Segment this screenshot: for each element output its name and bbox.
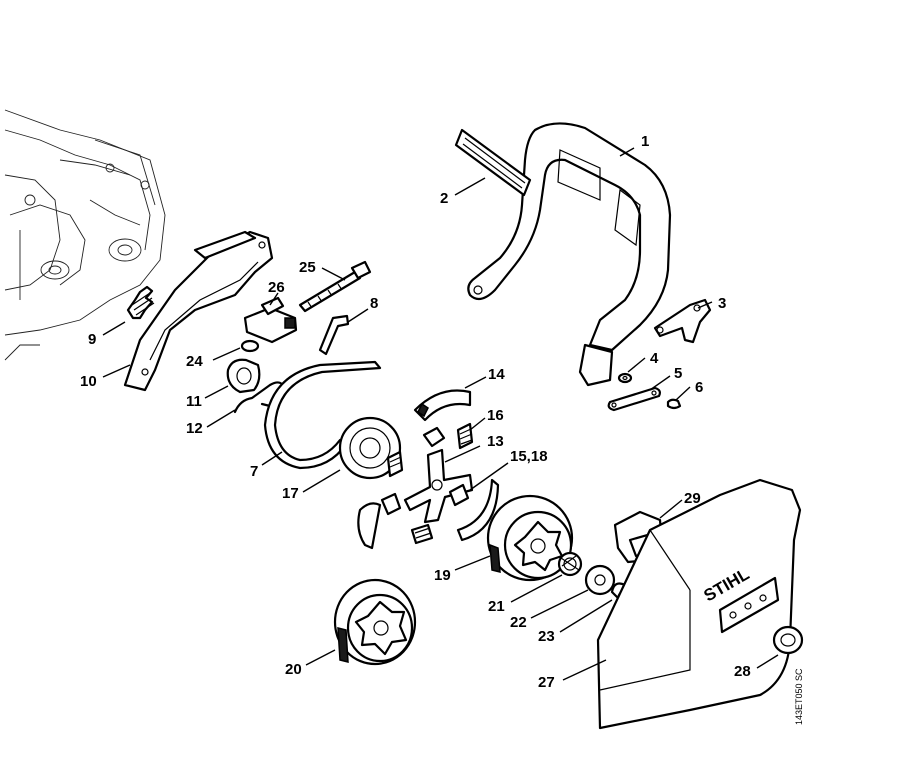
spring-bottom bbox=[410, 523, 434, 545]
sleeve-11 bbox=[226, 358, 261, 394]
hook-rod-8 bbox=[318, 314, 350, 356]
clutch-shoe-15 bbox=[448, 478, 500, 542]
callout-17: 17 bbox=[282, 485, 299, 502]
chain-brake-cover bbox=[123, 230, 274, 392]
washer-22 bbox=[584, 564, 616, 596]
callout-19: 19 bbox=[434, 567, 451, 584]
reference-code: 143ET050 SC bbox=[794, 668, 804, 725]
clutch-hub-13 bbox=[403, 448, 474, 524]
callout-26: 26 bbox=[268, 279, 285, 296]
callout-4: 4 bbox=[650, 350, 659, 367]
clutch-shoe-14 bbox=[413, 389, 472, 422]
callout-9: 9 bbox=[88, 331, 96, 348]
sprocket-cover-27: STIHL bbox=[596, 478, 802, 730]
callout-labels: 1 2 3 4 5 6 7 8 9 10 11 12 13 14 15,18 1… bbox=[80, 133, 751, 691]
brake-band-7 bbox=[263, 360, 382, 470]
spring-9 bbox=[126, 285, 155, 320]
clutch-part-small bbox=[422, 426, 446, 448]
clutch-shoe-left bbox=[357, 492, 402, 550]
callout-16: 16 bbox=[487, 407, 504, 424]
callout-15-18: 15,18 bbox=[510, 448, 548, 465]
clip-6 bbox=[666, 398, 682, 410]
callout-28: 28 bbox=[734, 663, 751, 680]
callout-10: 10 bbox=[80, 373, 97, 390]
callout-20: 20 bbox=[285, 661, 302, 678]
callout-3: 3 bbox=[718, 295, 726, 312]
clutch-drum-19 bbox=[486, 494, 574, 582]
washer-17 bbox=[338, 416, 402, 480]
callout-6: 6 bbox=[695, 379, 703, 396]
callout-13: 13 bbox=[487, 433, 504, 450]
bracket-part bbox=[653, 298, 712, 344]
spring-small-17 bbox=[386, 450, 404, 478]
link-5 bbox=[607, 386, 661, 412]
callout-leaders bbox=[102, 147, 779, 681]
callout-27: 27 bbox=[538, 674, 555, 691]
callout-21: 21 bbox=[488, 598, 505, 615]
callout-2: 2 bbox=[440, 190, 448, 207]
bushing-24 bbox=[240, 339, 260, 353]
callout-1: 1 bbox=[641, 133, 649, 150]
engine-housing-drawing bbox=[4, 109, 166, 361]
callout-25: 25 bbox=[299, 259, 316, 276]
callout-23: 23 bbox=[538, 628, 555, 645]
spring-16 bbox=[456, 422, 474, 450]
callout-5: 5 bbox=[674, 365, 682, 382]
washer-4 bbox=[617, 372, 633, 384]
callout-12: 12 bbox=[186, 420, 203, 437]
nut-28 bbox=[772, 625, 804, 655]
callout-11: 11 bbox=[186, 393, 202, 410]
callout-22: 22 bbox=[510, 614, 527, 631]
bolt-25 bbox=[298, 260, 372, 313]
callout-24: 24 bbox=[186, 353, 203, 370]
callout-7: 7 bbox=[250, 463, 258, 480]
callout-8: 8 bbox=[370, 295, 378, 312]
needle-bearing-21 bbox=[557, 551, 583, 577]
hand-guard bbox=[467, 122, 672, 387]
clutch-drum-20 bbox=[333, 578, 417, 666]
callout-29: 29 bbox=[684, 490, 701, 507]
callout-14: 14 bbox=[488, 366, 505, 383]
latch-26 bbox=[243, 296, 298, 344]
grip-insert bbox=[454, 128, 532, 197]
